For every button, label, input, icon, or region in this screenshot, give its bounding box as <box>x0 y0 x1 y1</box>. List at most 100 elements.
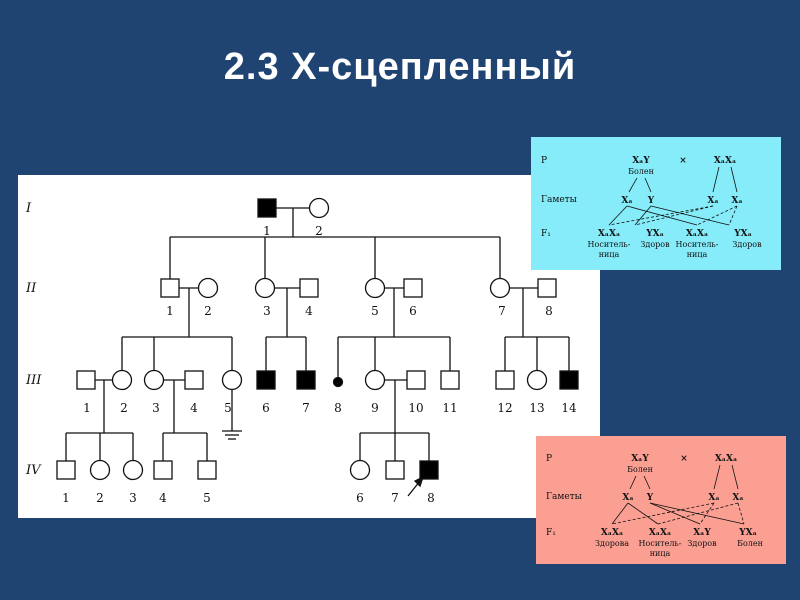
mother-genotype: XₐXₐ <box>715 454 737 464</box>
ind-label: 5 <box>203 491 211 505</box>
offspring-status: ница <box>687 250 708 259</box>
ind-label: 2 <box>204 304 212 318</box>
offspring-status: Болен <box>737 539 763 548</box>
affected-male-III-14 <box>559 370 579 390</box>
gametes-label: Гаметы <box>541 195 577 205</box>
ind-label: 3 <box>129 491 137 505</box>
male-IV-4 <box>153 460 173 480</box>
male-III-11 <box>440 370 460 390</box>
female-III-5 <box>221 369 243 391</box>
offspring-status: ница <box>650 549 671 558</box>
female-III-13 <box>526 369 548 391</box>
generation-label-III: III <box>25 373 42 388</box>
female-II-7 <box>489 277 511 299</box>
gamete: Xₐ <box>622 493 633 503</box>
ind-label: 7 <box>391 491 399 505</box>
ind-label: 12 <box>497 401 512 415</box>
ind-label: 7 <box>498 304 506 318</box>
male-II-8 <box>537 278 557 298</box>
offspring-genotype: XₐXₐ <box>649 528 671 538</box>
ind-label: 7 <box>302 401 310 415</box>
pedigree-svg: I II III IV 1 2 1 2 3 4 5 6 7 8 1 2 3 4 … <box>25 197 579 505</box>
male-III-12 <box>495 370 515 390</box>
pedigree-symbols <box>56 197 579 481</box>
male-II-1 <box>160 278 180 298</box>
offspring-status: Носитель- <box>639 539 682 548</box>
male-IV-5 <box>197 460 217 480</box>
ind-label: 13 <box>529 401 544 415</box>
offspring-genotype: XₐXₐ <box>686 229 708 239</box>
ind-label: 9 <box>371 401 379 415</box>
offspring-status: Носитель- <box>588 240 631 249</box>
father-genotype: XₐY <box>631 454 649 464</box>
ind-label: 11 <box>442 401 457 415</box>
ind-label: 2 <box>315 224 323 238</box>
affected-male-IV-8-proband <box>419 460 439 480</box>
ind-label: 3 <box>152 401 160 415</box>
male-III-1 <box>76 370 96 390</box>
gamete: Xₐ <box>621 196 632 206</box>
offspring-status: Носитель- <box>676 240 719 249</box>
ind-label: 5 <box>371 304 379 318</box>
f1-label: F₁ <box>541 229 551 239</box>
cross-scheme-svg: P Гаметы F₁ XₐY Болен × XₐXₐ Xₐ Y Xₐ Xₐ … <box>546 454 763 558</box>
father-genotype: XₐY <box>632 156 650 166</box>
ind-label: 4 <box>190 401 198 415</box>
affected-male-III-7 <box>296 370 316 390</box>
female-IV-6 <box>349 459 371 481</box>
offspring-status: Здорова <box>595 539 629 548</box>
male-II-6 <box>403 278 423 298</box>
ind-label: 2 <box>120 401 128 415</box>
female-III-3 <box>143 369 165 391</box>
female-IV-2 <box>89 459 111 481</box>
ind-label: 3 <box>263 304 271 318</box>
gamete: Y <box>646 493 654 503</box>
ind-label: 6 <box>262 401 270 415</box>
offspring-genotype: XₐXₐ <box>598 229 620 239</box>
offspring-genotype: YXₐ <box>738 528 757 538</box>
generation-label-IV: IV <box>25 463 42 478</box>
female-II-5 <box>364 277 386 299</box>
ind-label: 1 <box>62 491 70 505</box>
gamete: Xₐ <box>707 196 718 206</box>
ind-label: 1 <box>166 304 174 318</box>
cross-scheme-carrier-mother: P Гаметы F₁ XₐY Болен × XₐXₐ Xₐ Y Xₐ Xₐ … <box>536 436 786 564</box>
generation-label-I: I <box>25 201 32 216</box>
cross-lines <box>611 464 745 525</box>
female-I-2 <box>308 197 330 219</box>
gamete: Y <box>647 196 655 206</box>
ind-label: 8 <box>334 401 342 415</box>
cross-sign: × <box>680 454 688 464</box>
slide-title: 2.3 Х-сцепленный <box>223 46 577 88</box>
ind-label: 4 <box>305 304 313 318</box>
offspring-genotype: YXₐ <box>645 229 664 239</box>
father-status: Болен <box>627 465 653 474</box>
ind-label: 6 <box>409 304 417 318</box>
gamete: Xₐ <box>732 493 743 503</box>
ind-label: 8 <box>427 491 435 505</box>
offspring-status: Здоров <box>687 539 717 548</box>
ind-label: 10 <box>408 401 423 415</box>
generation-label-II: II <box>25 281 37 296</box>
male-III-10 <box>406 370 426 390</box>
individual-labels: 1 2 1 2 3 4 5 6 7 8 1 2 3 4 5 6 7 8 9 10… <box>62 224 577 505</box>
cross-sign: × <box>679 156 687 166</box>
pedigree-chart: I II III IV 1 2 1 2 3 4 5 6 7 8 1 2 3 4 … <box>18 175 600 518</box>
cross-scheme-svg: P Гаметы F₁ XₐY Болен × XₐXₐ Xₐ Y Xₐ Xₐ … <box>541 156 762 259</box>
offspring-status: Здоров <box>640 240 670 249</box>
cross-lines <box>608 166 738 226</box>
offspring-genotype: XₐXₐ <box>601 528 623 538</box>
female-III-9 <box>364 369 386 391</box>
gamete: Xₐ <box>708 493 719 503</box>
ind-label: 1 <box>83 401 91 415</box>
offspring-genotype: XₐY <box>693 528 711 538</box>
female-II-2 <box>197 277 219 299</box>
male-III-4 <box>184 370 204 390</box>
ind-label: 6 <box>356 491 364 505</box>
female-IV-3 <box>122 459 144 481</box>
offspring-genotype: YXₐ <box>733 229 752 239</box>
ind-label: 4 <box>159 491 167 505</box>
gametes-label: Гаметы <box>546 492 582 502</box>
ind-label: 1 <box>263 224 271 238</box>
pedigree-lines <box>65 207 570 497</box>
